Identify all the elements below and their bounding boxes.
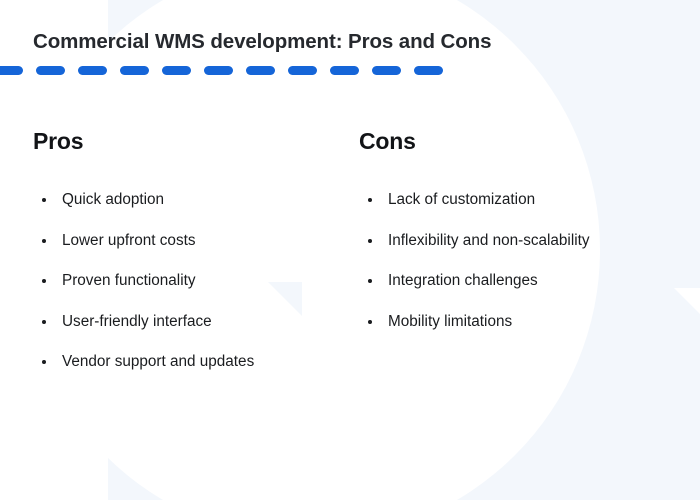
- column-heading-cons: Cons: [359, 128, 416, 154]
- bullet-icon: [368, 238, 372, 243]
- list-item: User-friendly interface: [33, 313, 343, 331]
- list-item-label: Lack of customization: [388, 191, 536, 208]
- list-item-label: Lower upfront costs: [62, 231, 196, 249]
- dash-segment: [162, 66, 191, 75]
- list-item: Quick adoption: [33, 191, 343, 209]
- list-item-label: Quick adoption: [62, 191, 165, 208]
- dash-segment: [120, 66, 149, 75]
- bullet-icon: [368, 198, 372, 202]
- list-pros: Quick adoption Lower upfront costs Prove…: [33, 191, 343, 371]
- list-item-label: Integration challenges: [388, 272, 538, 290]
- list-item-label: User-friendly interface: [62, 312, 212, 330]
- list-item: Proven functionality: [33, 272, 343, 290]
- dash-segment: [246, 66, 275, 75]
- dash-segment: [288, 66, 317, 75]
- list-item-label: Proven functionality: [62, 272, 196, 290]
- list-cons: Lack of customization Inflexibility and …: [359, 191, 689, 330]
- column-pros: Pros Quick adoption Lower upfront costs …: [33, 128, 343, 371]
- list-item: Lack of customization: [359, 191, 689, 209]
- list-item-label: Vendor support and updates: [62, 353, 255, 371]
- dash-segment: [414, 66, 443, 75]
- column-cons: Cons Lack of customization Inflexibility…: [359, 128, 689, 330]
- bullet-icon: [42, 238, 46, 243]
- bullet-icon: [368, 319, 372, 324]
- dash-segment: [330, 66, 359, 75]
- list-item: Lower upfront costs: [33, 232, 343, 250]
- bullet-icon: [42, 198, 46, 202]
- dashed-rule-icon: [0, 66, 443, 75]
- bullet-icon: [42, 360, 46, 365]
- bullet-icon: [368, 279, 372, 284]
- dash-segment: [372, 66, 401, 75]
- list-item: Integration challenges: [359, 272, 689, 290]
- list-item-label: Mobility limitations: [388, 312, 513, 330]
- bullet-icon: [42, 279, 46, 284]
- dash-segment: [36, 66, 65, 75]
- page-title: Commercial WMS development: Pros and Con…: [33, 30, 492, 53]
- dash-segment: [204, 66, 233, 75]
- dash-segment: [78, 66, 107, 75]
- list-item: Mobility limitations: [359, 313, 689, 331]
- background-bottom-fill: [108, 424, 700, 500]
- bullet-icon: [42, 319, 46, 324]
- column-heading-pros: Pros: [33, 128, 84, 154]
- list-item: Inflexibility and non-scalability: [359, 232, 689, 250]
- list-item-label: Inflexibility and non-scalability: [388, 231, 590, 249]
- dash-segment: [0, 66, 23, 75]
- list-item: Vendor support and updates: [33, 353, 343, 371]
